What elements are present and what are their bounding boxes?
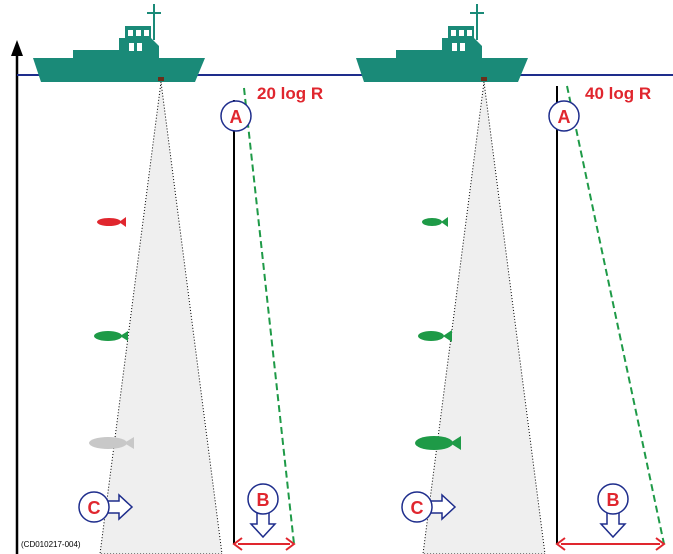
fish-target-1 [97,217,126,227]
figure-id: (CD010217-004) [21,540,81,549]
sonar-beam [422,81,546,554]
gain-range-arrow [232,537,296,551]
marker-a: A [220,100,252,132]
marker-c: C [78,491,134,523]
sonar-beam [99,81,223,554]
marker-b: B [597,483,629,539]
transducer-icon [158,77,164,81]
marker-a-label: A [230,107,243,127]
vessel-icon [356,4,528,82]
transducer-icon [481,77,487,81]
marker-b-label: B [257,490,270,510]
marker-c-label: C [411,498,424,518]
fish-target-3 [89,437,134,449]
tvg-curve-40logr [566,85,665,545]
fish-target-2 [418,330,452,342]
gain-range-arrow [555,537,666,551]
panel-left: 20 log R A B C [33,4,323,554]
panel-right: 40 log R A B C [356,4,666,554]
marker-b-label: B [607,490,620,510]
fish-target-3 [415,436,461,450]
fish-target-2 [94,331,128,341]
marker-c-label: C [88,498,101,518]
marker-b: B [247,483,279,539]
marker-a: A [548,100,580,132]
depth-axis-arrow-icon [11,40,23,56]
fish-target-1 [422,217,448,227]
tvg-label: 40 log R [585,84,651,103]
tvg-label: 20 log R [257,84,323,103]
marker-a-label: A [558,107,571,127]
tvg-curve-20logr [243,87,295,545]
vessel-icon [33,4,205,82]
marker-c: C [401,491,457,523]
